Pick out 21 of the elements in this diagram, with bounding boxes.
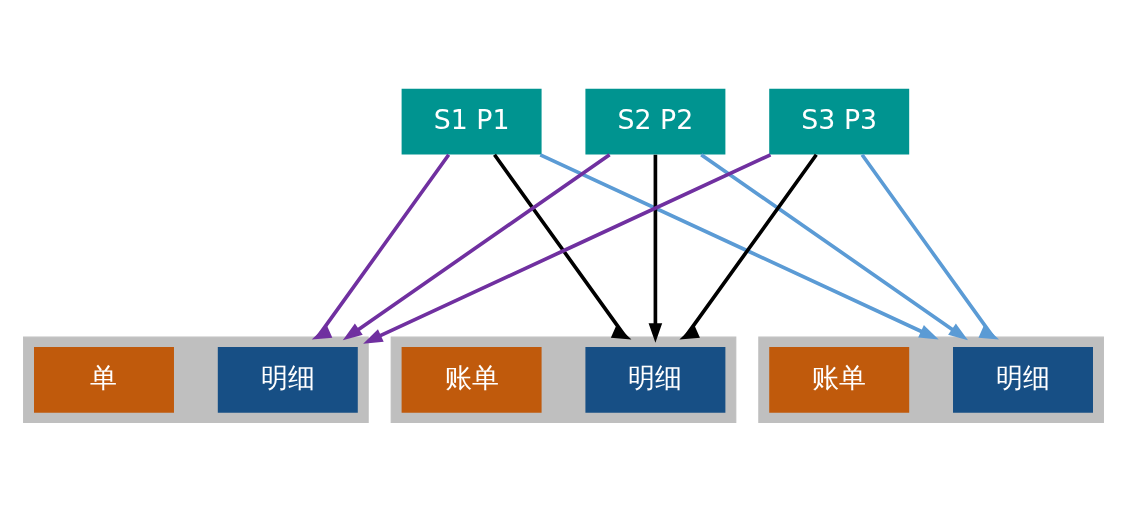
node-box: 账单 (401, 346, 542, 413)
node-box: 账单 (769, 346, 910, 413)
arrow (311, 153, 451, 340)
cluster (390, 336, 737, 423)
node-box: S1 P1 (401, 88, 542, 155)
arrow (363, 153, 772, 344)
node-box: S2 P2 (585, 88, 726, 155)
node-box: 明细 (953, 346, 1093, 413)
arrow (860, 153, 1000, 340)
node-box: 明细 (217, 346, 358, 413)
node-box: S3 P3 (769, 88, 910, 155)
arrow (679, 153, 818, 340)
cluster (758, 336, 1104, 423)
arrow (648, 154, 663, 343)
node-box: 明细 (585, 346, 726, 413)
arrow (342, 153, 611, 341)
arrow (539, 153, 939, 340)
cluster (23, 336, 369, 423)
node-box: 单 (34, 346, 174, 413)
arrow (493, 153, 632, 340)
arrow (700, 153, 969, 341)
